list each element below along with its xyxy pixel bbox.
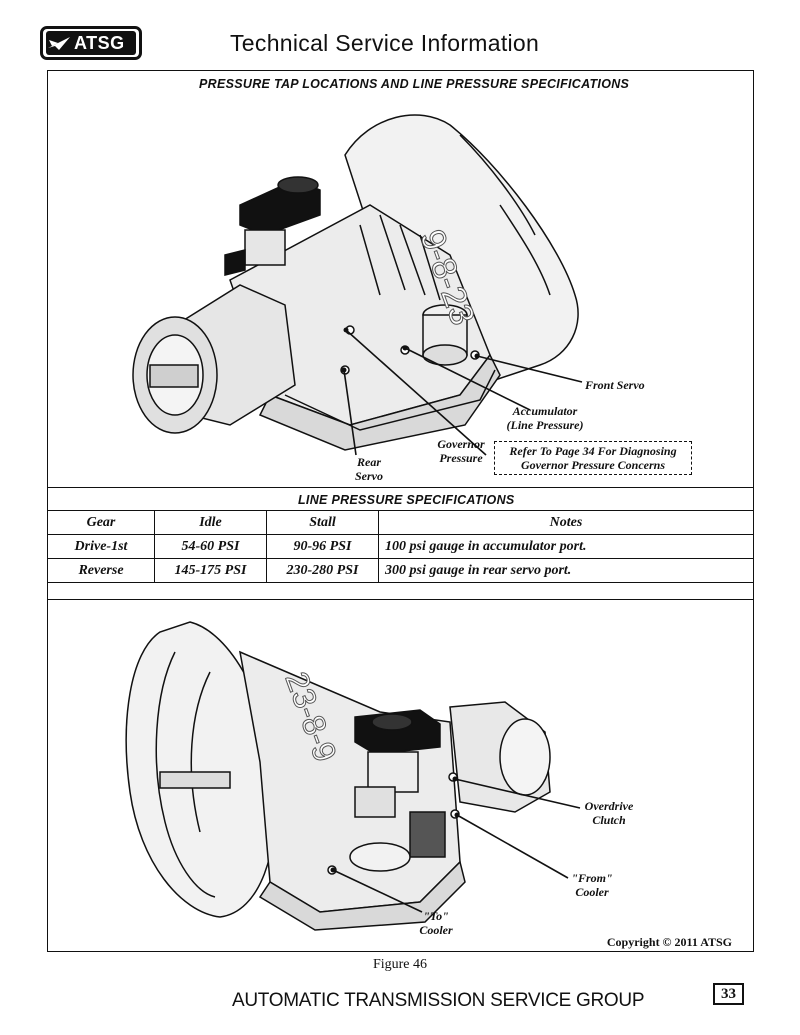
section-title: Pressure Tap Locations And Line Pressure…	[199, 77, 630, 91]
cell-notes: 300 psi gauge in rear servo port.	[378, 558, 754, 583]
atsg-logo: ATSG	[40, 26, 142, 60]
page-title: Technical Service Information	[230, 30, 540, 56]
leader-lines-bottom	[330, 776, 581, 913]
logo-text: ATSG	[74, 32, 125, 53]
spec-table-title: Line Pressure Specifications	[298, 493, 515, 507]
wing-icon	[48, 37, 70, 50]
to-cooler-label: "To" Cooler	[419, 909, 453, 937]
figure-caption: Figure 46	[372, 957, 428, 972]
header-gear: Gear	[47, 510, 155, 535]
header-idle: Idle	[154, 510, 267, 535]
overdrive-clutch-label: Overdrive Clutch	[584, 799, 634, 827]
table-row: Drive-1st 54-60 PSI 90-96 PSI 100 psi ga…	[47, 534, 754, 559]
table-header-row: Gear Idle Stall Notes	[47, 510, 754, 535]
divider	[47, 487, 754, 488]
cell-idle: 145-175 PSI	[154, 558, 267, 583]
table-spacer-row	[47, 583, 754, 600]
leader-lines-top	[341, 327, 583, 456]
header-notes: Notes	[378, 510, 754, 535]
governor-pressure-label: Governor Pressure	[437, 437, 485, 465]
from-cooler-label: "From" Cooler	[571, 871, 613, 899]
front-servo-label: Front Servo	[585, 378, 645, 392]
cell-stall: 230-280 PSI	[266, 558, 379, 583]
copyright: Copyright © 2011 ATSG	[606, 935, 732, 949]
transmission-illustration-bottom: 23-8-9	[125, 621, 551, 931]
header-stall: Stall	[266, 510, 379, 535]
diagnosis-note: Refer To Page 34 For Diagnosing Governor…	[494, 441, 692, 475]
cell-idle: 54-60 PSI	[154, 534, 267, 559]
table-row: Reverse 145-175 PSI 230-280 PSI 300 psi …	[47, 558, 754, 583]
footer-company: AUTOMATIC TRANSMISSION SERVICE GROUP	[232, 990, 645, 1011]
rear-servo-label: Rear Servo	[355, 455, 383, 483]
accumulator-label: Accumulator (Line Pressure)	[506, 404, 584, 432]
cell-gear: Drive-1st	[47, 534, 155, 559]
transmission-illustration-top: 9-8-23	[132, 114, 579, 451]
cell-gear: Reverse	[47, 558, 155, 583]
page-number: 33	[713, 983, 744, 1005]
cell-stall: 90-96 PSI	[266, 534, 379, 559]
cell-notes: 100 psi gauge in accumulator port.	[378, 534, 754, 559]
line-pressure-table: Gear Idle Stall Notes Drive-1st 54-60 PS…	[47, 510, 754, 583]
